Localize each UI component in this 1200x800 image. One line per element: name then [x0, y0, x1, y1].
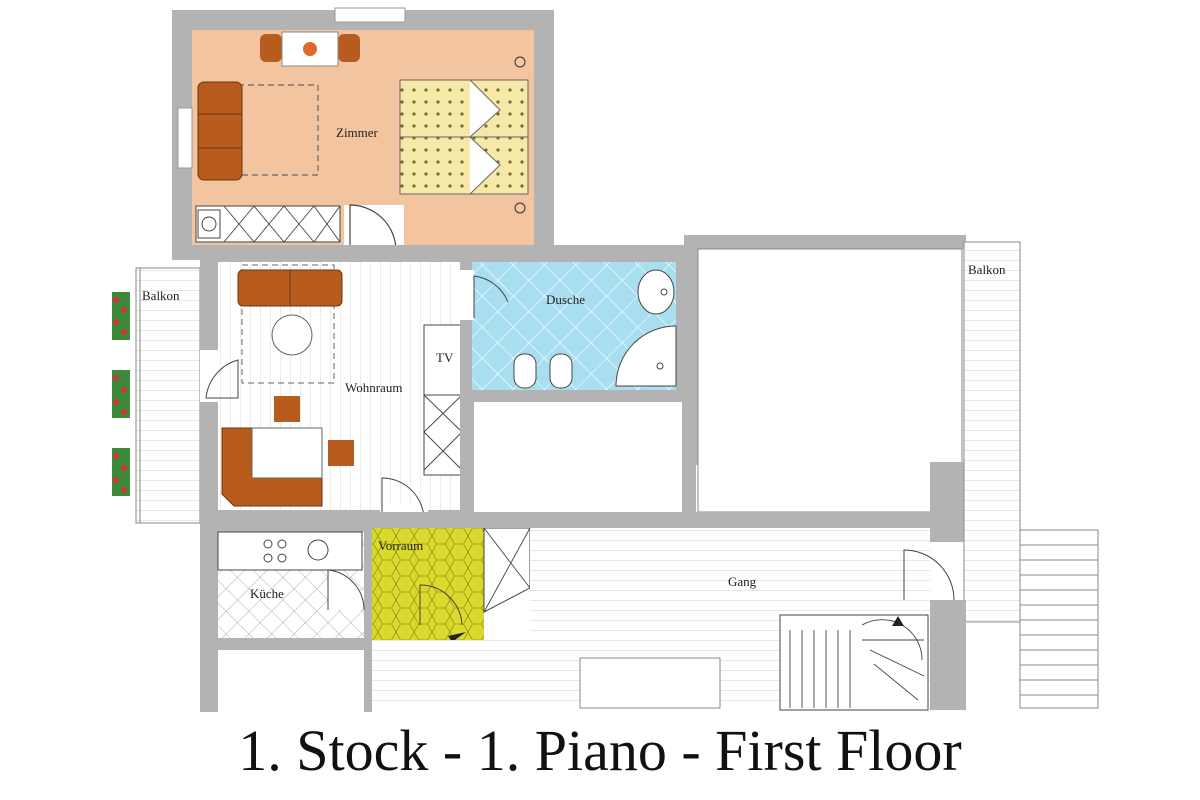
toilet-icon — [513, 353, 573, 389]
room-kueche: Küche — [200, 522, 372, 650]
room-right — [684, 235, 966, 542]
room-zimmer: Zimmer — [172, 7, 554, 260]
external-stairs-icon — [1019, 529, 1099, 709]
room-dusche: Dusche — [460, 245, 696, 405]
wardrobe-icon — [195, 205, 341, 243]
room-bottom-left-floor — [218, 650, 364, 712]
room-balkon-right: Balkon — [963, 241, 1021, 623]
sink-icon — [637, 269, 675, 315]
corner-sofa-icon — [221, 396, 354, 507]
sofa-icon — [237, 269, 343, 307]
tv-cabinet-icon — [423, 324, 463, 476]
label-dusche: Dusche — [546, 292, 585, 307]
bed-icon — [399, 79, 529, 195]
label-balkon-right: Balkon — [968, 262, 1006, 277]
stove-icon — [217, 531, 363, 571]
label-tv: TV — [436, 350, 454, 365]
label-vorraum: Vorraum — [378, 538, 423, 553]
label-kueche: Küche — [250, 586, 284, 601]
outlet-icon — [514, 56, 526, 214]
label-gang: Gang — [728, 574, 757, 589]
room-storage-floor — [474, 402, 682, 512]
label-wohnraum: Wohnraum — [345, 380, 402, 395]
room-balkon-left: Balkon — [112, 267, 201, 524]
wall-segment — [930, 600, 966, 710]
dining-table-icon — [260, 31, 360, 67]
flower-box-icon — [112, 292, 130, 496]
sofa-icon — [197, 81, 243, 181]
label-balkon-left: Balkon — [142, 288, 180, 303]
room-gang: Gang — [372, 512, 962, 711]
plan-caption: 1. Stock - 1. Piano - First Floor — [238, 718, 961, 783]
label-zimmer: Zimmer — [336, 125, 379, 140]
entrance-arrow-icon — [448, 632, 466, 642]
closet-icon — [483, 527, 531, 613]
room-wohnraum: TV Wohnraum — [200, 245, 470, 525]
shower-icon — [615, 325, 677, 387]
room-vorraum: Vorraum — [372, 527, 531, 642]
stairs-icon — [779, 614, 929, 711]
